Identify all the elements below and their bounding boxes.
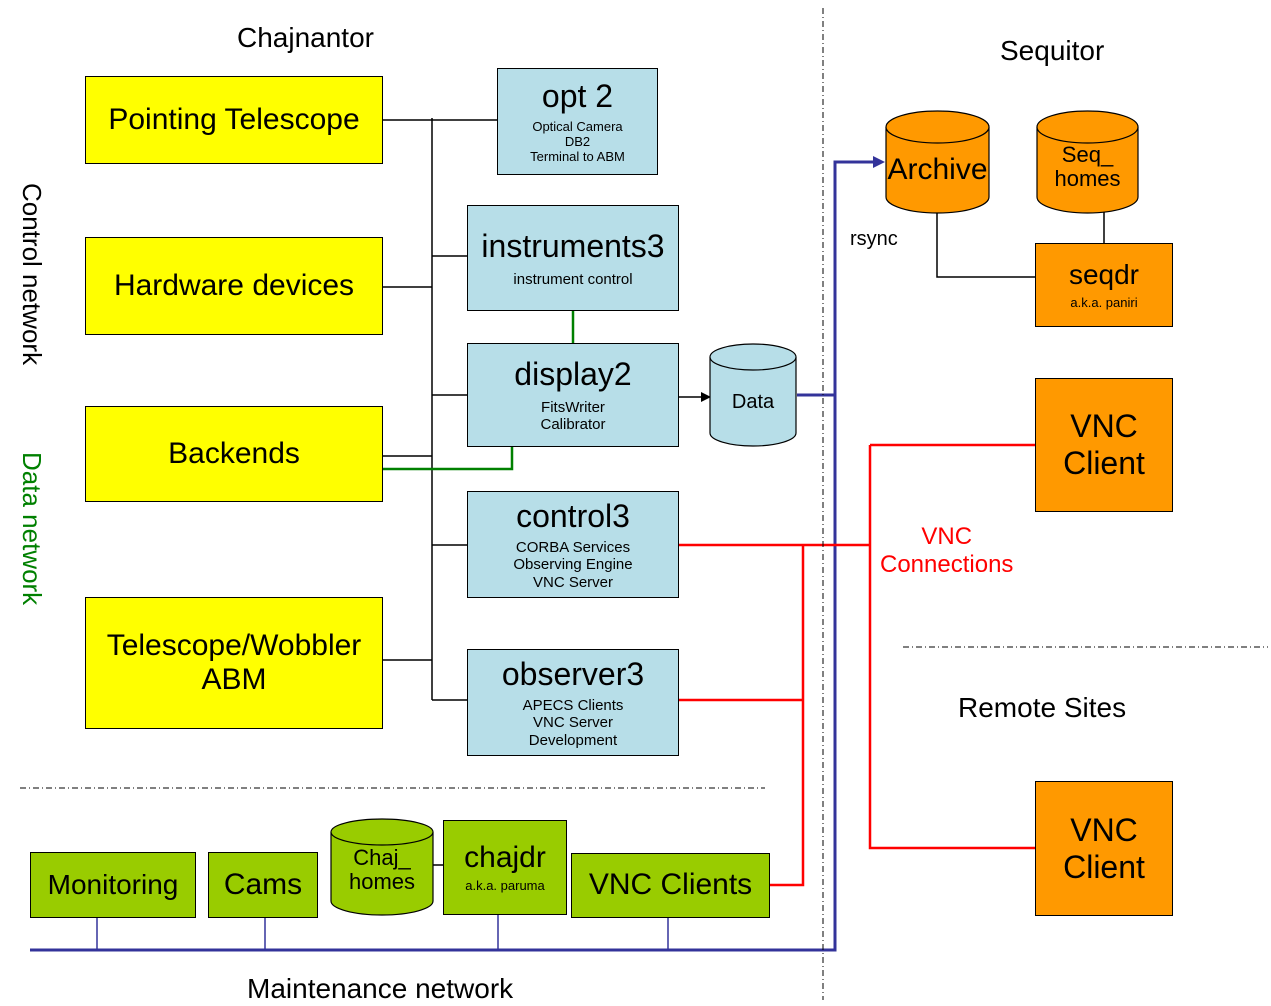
vnc-client-remote: VNC Client <box>1035 781 1173 916</box>
annotation-vnc-connections-line: VNC <box>921 523 973 550</box>
cylinder-icon <box>709 343 797 447</box>
node-seqdr-name: seqdr <box>1068 259 1140 291</box>
region-title-remote-sites: Remote Sites <box>958 692 1127 723</box>
vnc-client-line: VNC <box>1070 811 1138 848</box>
node-cams-label: Cams <box>223 867 303 901</box>
cylinder-icon <box>885 110 990 214</box>
server-instruments3: instruments3 instrument control <box>467 205 679 311</box>
storage-archive: Archive <box>885 110 990 214</box>
maintenance-bus <box>30 160 875 952</box>
arrowhead-data <box>701 392 711 402</box>
server-control3: control3 CORBA Services Observing Engine… <box>467 491 679 598</box>
server-display2: display2 FitsWriter Calibrator <box>467 343 679 447</box>
node-chajdr-name: chajdr <box>464 840 546 874</box>
device-telescope-wobbler-line1: Telescope/Wobbler <box>106 628 362 662</box>
region-title-sequitor: Sequitor <box>1000 35 1105 66</box>
side-label-data-network: Data network <box>17 452 47 606</box>
annotation-rsync: rsync <box>850 228 898 250</box>
server-opt2-line: Optical Camera <box>532 119 623 135</box>
node-monitoring: Monitoring <box>30 852 196 918</box>
server-display2-line: FitsWriter <box>541 399 605 417</box>
cylinder-icon <box>1036 110 1139 214</box>
data-link-backends-display2 <box>382 447 514 471</box>
storage-chaj-homes-line: homes <box>348 869 416 895</box>
device-backends: Backends <box>85 406 383 502</box>
device-pointing-telescope-label: Pointing Telescope <box>108 102 360 136</box>
node-chajdr-sub: a.k.a. paruma <box>465 878 545 894</box>
node-vnc-clients-label: VNC Clients <box>588 868 753 902</box>
server-opt2: opt 2 Optical Camera DB2 Terminal to ABM <box>497 68 658 175</box>
server-observer3-line: APECS Clients <box>522 697 624 715</box>
device-backends-label: Backends <box>168 436 300 470</box>
server-observer3: observer3 APECS Clients VNC Server Devel… <box>467 649 679 756</box>
device-telescope-wobbler-line2: ABM <box>201 663 267 696</box>
region-title-maintenance: Maintenance network <box>247 973 514 1004</box>
server-control3-name: control3 <box>516 498 630 535</box>
vnc-link-vnc-clients <box>770 545 805 887</box>
side-label-control-network: Control network <box>17 183 47 366</box>
server-display2-line: Calibrator <box>540 416 606 434</box>
vnc-client-line: Client <box>1063 445 1145 481</box>
storage-chaj-homes-line: Chaj_ <box>353 845 411 870</box>
storage-archive-label: Archive <box>887 153 988 186</box>
storage-seq-homes: Seq_ homes <box>1036 110 1139 214</box>
link-archive-seqdr <box>936 210 1035 278</box>
annotation-vnc-connections: VNC Connections <box>880 523 1013 578</box>
server-instruments3-name: instruments3 <box>481 227 665 264</box>
node-monitoring-label: Monitoring <box>47 868 179 900</box>
server-instruments3-line: instrument control <box>513 270 633 288</box>
server-control3-line: Observing Engine <box>513 556 633 574</box>
node-seqdr: seqdr a.k.a. paniri <box>1035 243 1173 327</box>
device-pointing-telescope: Pointing Telescope <box>85 76 383 164</box>
storage-seq-homes-line: Seq_ <box>1061 142 1114 167</box>
device-hardware-devices-label: Hardware devices <box>113 268 355 302</box>
server-opt2-line: Terminal to ABM <box>530 149 625 165</box>
device-hardware-devices: Hardware devices <box>85 237 383 335</box>
vnc-client-sequitor: VNC Client <box>1035 378 1173 512</box>
server-observer3-line: Development <box>528 731 618 749</box>
annotation-vnc-connections-line: Connections <box>880 550 1014 578</box>
cylinder-icon <box>330 818 434 916</box>
server-opt2-line: DB2 <box>564 134 591 150</box>
storage-chaj-homes: Chaj_ homes <box>330 818 434 916</box>
arrowhead-archive <box>873 156 885 168</box>
storage-data-label: Data <box>731 391 775 413</box>
vnc-client-line: Client <box>1063 848 1145 885</box>
vnc-link-remote <box>868 445 1035 850</box>
node-vnc-clients: VNC Clients <box>571 853 770 918</box>
server-control3-line: VNC Server <box>532 573 614 591</box>
vnc-client-line: VNC <box>1070 408 1138 445</box>
storage-data: Data <box>709 343 797 447</box>
server-display2-name: display2 <box>514 356 632 393</box>
node-cams: Cams <box>208 852 318 918</box>
device-telescope-wobbler: Telescope/Wobbler ABM <box>85 597 383 729</box>
storage-seq-homes-line: homes <box>1054 166 1121 192</box>
server-control3-line: CORBA Services <box>515 539 631 557</box>
server-observer3-line: VNC Server <box>532 714 614 732</box>
server-opt2-name: opt 2 <box>541 77 614 114</box>
server-observer3-name: observer3 <box>501 656 645 693</box>
region-title-chajnantor: Chajnantor <box>237 22 374 53</box>
node-seqdr-sub: a.k.a. paniri <box>1070 294 1138 310</box>
node-chajdr: chajdr a.k.a. paruma <box>443 820 567 915</box>
